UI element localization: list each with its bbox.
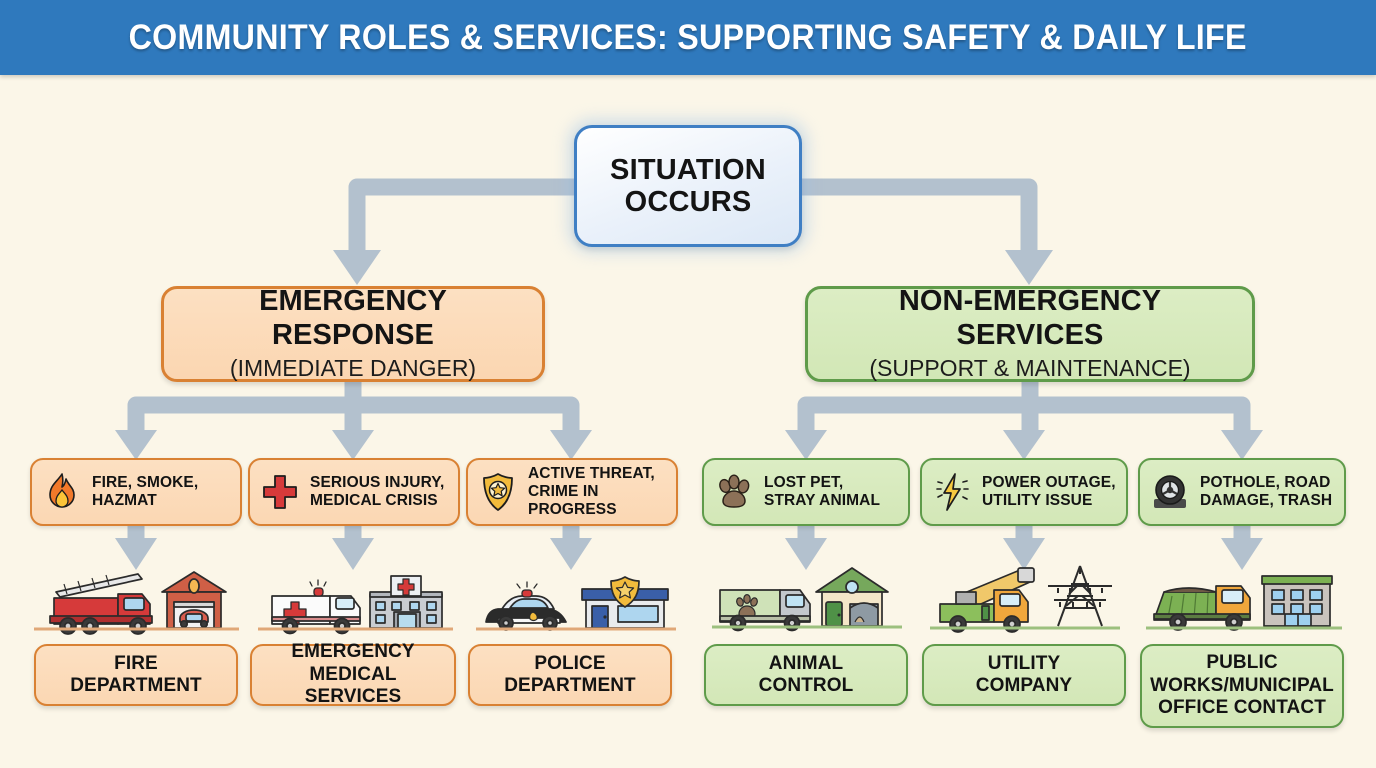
bucket-truck-and-power-pylon-illustration: [930, 556, 1120, 651]
result-label: EMERGENCY MEDICAL SERVICES: [291, 641, 415, 708]
condition-label: LOST PET, STRAY ANIMAL: [764, 473, 881, 509]
condition-label: FIRE, SMOKE, HAZMAT: [92, 473, 199, 509]
condition-label: SERIOUS INJURY, MEDICAL CRISIS: [310, 473, 445, 509]
animal-control-van-and-shelter-illustration: [712, 560, 902, 649]
page-title: COMMUNITY ROLES & SERVICES: SUPPORTING S…: [128, 17, 1248, 57]
result-utility-company[interactable]: UTILITY COMPANY: [922, 644, 1126, 706]
category-emergency-response[interactable]: EMERGENCY RESPONSE (IMMEDIATE DANGER): [161, 285, 545, 382]
category-title: EMERGENCY RESPONSE: [259, 285, 447, 351]
category-title: NON-EMERGENCY SERVICES: [898, 285, 1162, 351]
ambulance-and-hospital-illustration: [258, 562, 453, 649]
category-subtitle: (SUPPORT & MAINTENANCE): [869, 355, 1191, 382]
category-subtitle: (IMMEDIATE DANGER): [229, 355, 477, 382]
result-animal-control[interactable]: ANIMAL CONTROL: [704, 644, 908, 706]
result-label: ANIMAL CONTROL: [758, 652, 854, 696]
category-non-emergency-services[interactable]: NON-EMERGENCY SERVICES (SUPPORT & MAINTE…: [805, 285, 1255, 382]
dump-truck-and-municipal-building-illustration: [1146, 556, 1342, 651]
condition-serious-injury-medical-crisis[interactable]: SERIOUS INJURY, MEDICAL CRISIS: [248, 458, 460, 526]
tire-pothole-icon: [1149, 471, 1191, 513]
result-fire-department[interactable]: FIRE DEPARTMENT: [34, 644, 238, 706]
condition-lost-pet-stray-animal[interactable]: LOST PET, STRAY ANIMAL: [702, 458, 910, 526]
paw-print-icon: [713, 471, 755, 513]
condition-label: ACTIVE THREAT, CRIME IN PROGRESS: [528, 464, 655, 519]
result-label: PUBLIC WORKS/MUNICIPAL OFFICE CONTACT: [1150, 652, 1334, 719]
result-police-department[interactable]: POLICE DEPARTMENT: [468, 644, 672, 706]
police-car-and-police-station-illustration: [476, 562, 676, 649]
result-emergency-medical-services[interactable]: EMERGENCY MEDICAL SERVICES: [250, 641, 456, 708]
header-banner: COMMUNITY ROLES & SERVICES: SUPPORTING S…: [0, 0, 1376, 75]
condition-power-outage-utility-issue[interactable]: POWER OUTAGE, UTILITY ISSUE: [920, 458, 1128, 526]
result-public-works-municipal-office[interactable]: PUBLIC WORKS/MUNICIPAL OFFICE CONTACT: [1140, 644, 1344, 728]
fire-truck-and-fire-station-illustration: [34, 562, 239, 649]
lightning-bolt-icon: [931, 471, 973, 513]
condition-fire-smoke-hazmat[interactable]: FIRE, SMOKE, HAZMAT: [30, 458, 242, 526]
condition-pothole-road-damage-trash[interactable]: POTHOLE, ROAD DAMAGE, TRASH: [1138, 458, 1346, 526]
result-label: POLICE DEPARTMENT: [504, 652, 636, 696]
condition-active-threat-crime[interactable]: ACTIVE THREAT, CRIME IN PROGRESS: [466, 458, 678, 526]
result-label: FIRE DEPARTMENT: [70, 652, 202, 696]
root-node-situation-occurs[interactable]: SITUATION OCCURS: [574, 125, 802, 247]
police-badge-icon: [477, 471, 519, 513]
condition-label: POWER OUTAGE, UTILITY ISSUE: [982, 473, 1116, 509]
condition-label: POTHOLE, ROAD DAMAGE, TRASH: [1200, 473, 1333, 509]
result-label: UTILITY COMPANY: [975, 652, 1073, 696]
root-node-line2: OCCURS: [624, 186, 752, 218]
root-node-line1: SITUATION: [610, 153, 766, 186]
flame-icon: [41, 471, 83, 513]
red-cross-icon: [259, 471, 301, 513]
